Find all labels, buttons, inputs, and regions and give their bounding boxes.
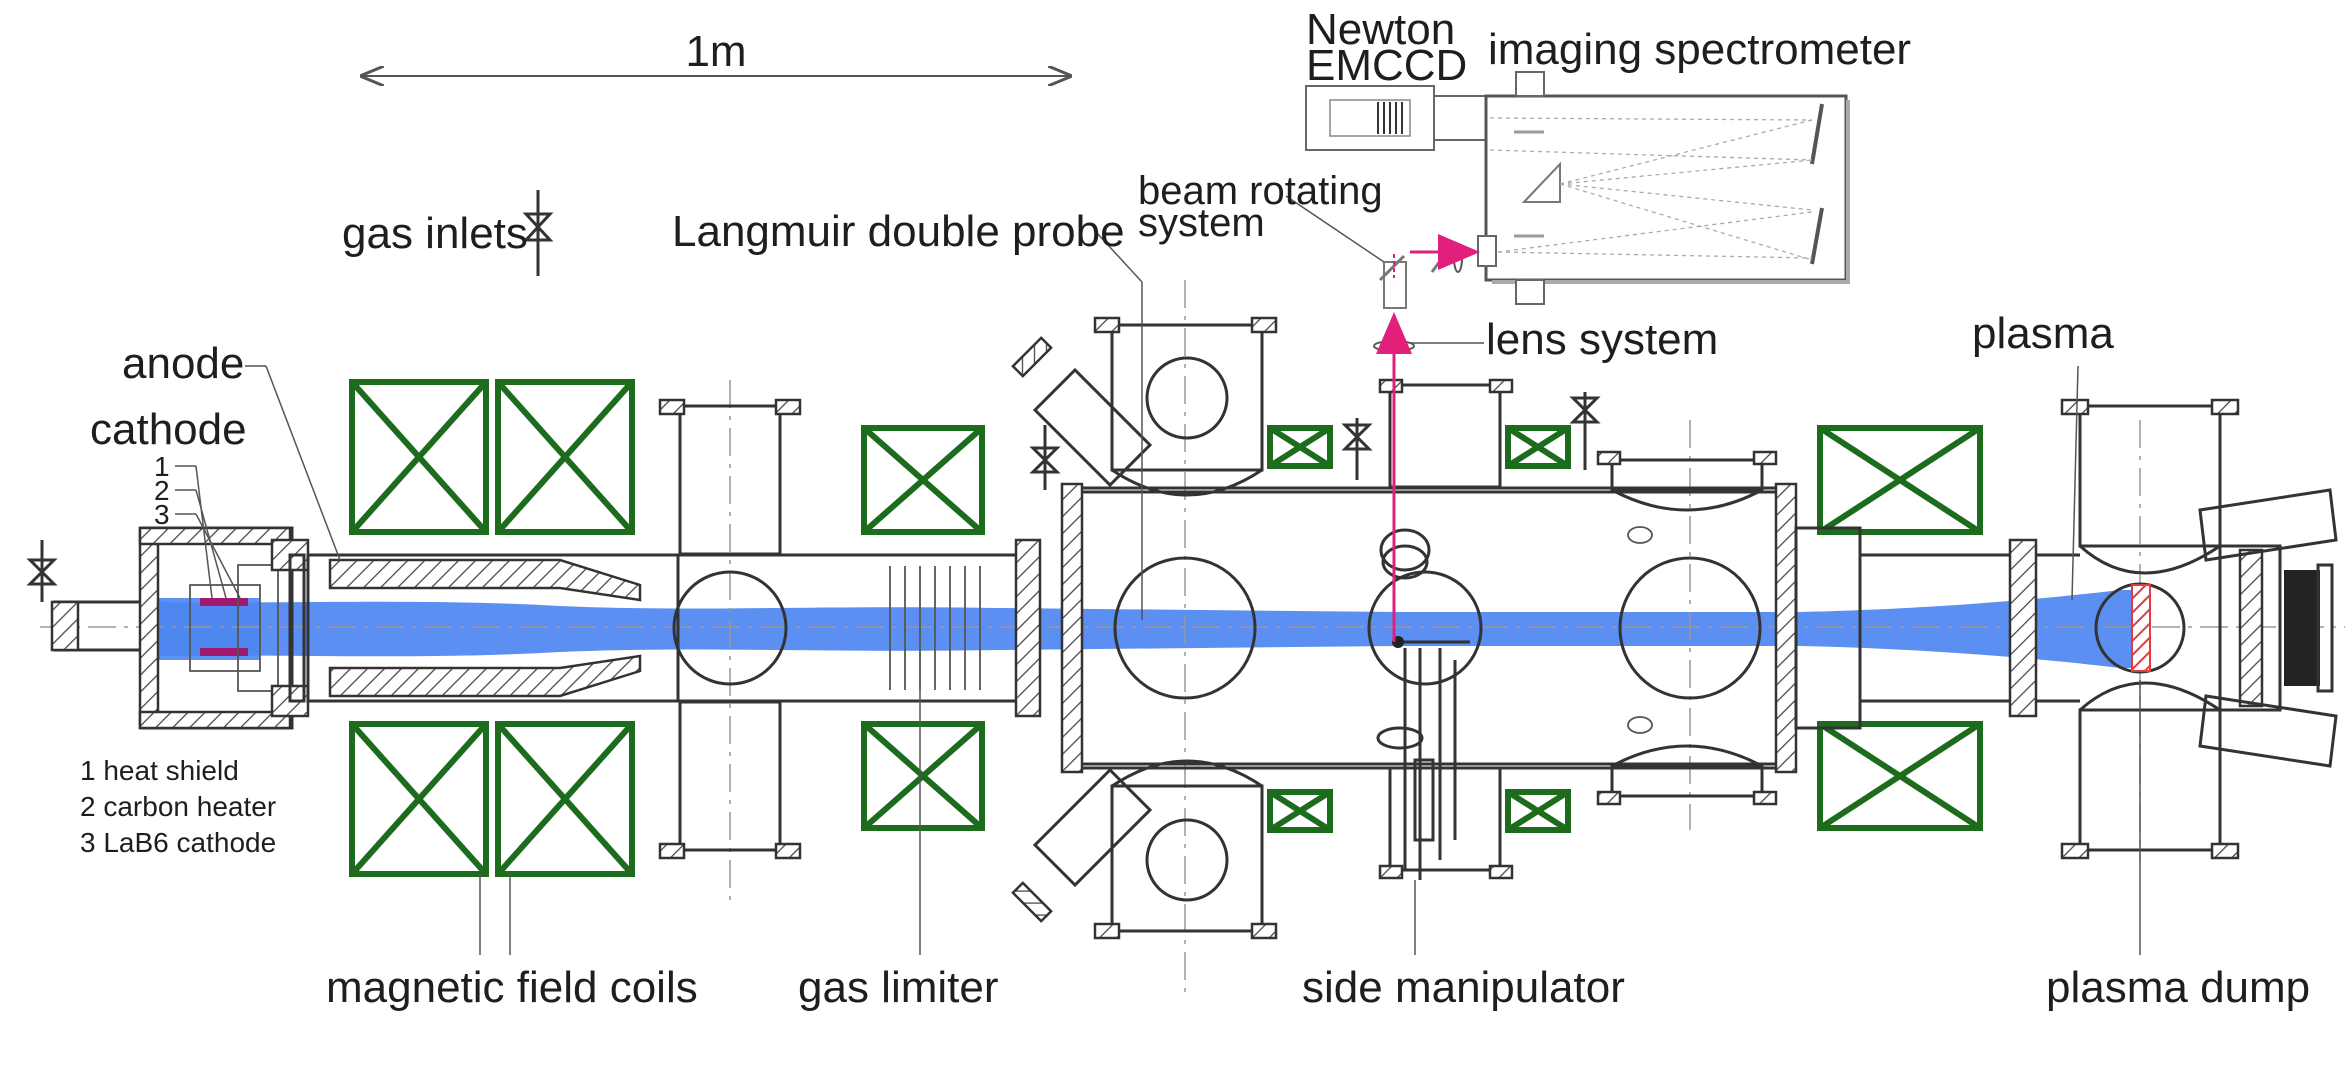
plasma-dump-target	[2131, 584, 2151, 672]
anode-label: anode	[122, 339, 244, 388]
legend-heat-shield: 1 heat shield	[80, 755, 239, 786]
gas-inlet-valve-left[interactable]	[26, 540, 58, 602]
magnetic-coils	[349, 379, 1983, 877]
coil	[1505, 425, 1571, 469]
gas-limiter-label: gas limiter	[798, 963, 999, 1012]
scale-bar: 1m	[362, 27, 1070, 76]
cathode-part-3: 3	[154, 499, 170, 530]
coil	[349, 721, 489, 877]
gas-inlets-label: gas inlets	[342, 209, 528, 258]
coil	[349, 379, 489, 535]
coil	[495, 379, 635, 535]
spectrometer	[1477, 71, 1850, 305]
coil	[495, 721, 635, 877]
lens-system-label: lens system	[1486, 315, 1718, 364]
camera	[1305, 85, 1487, 151]
cathode-part-1: 1	[154, 451, 170, 482]
plasma-dump-label: plasma dump	[2046, 963, 2310, 1012]
coil	[1505, 789, 1571, 833]
gas-inlet-valve-mid[interactable]	[1029, 425, 1061, 490]
coil	[1267, 789, 1333, 833]
scale-label: 1m	[685, 27, 746, 76]
coil	[861, 721, 985, 831]
cross-chamber-1	[658, 398, 1042, 860]
main-chamber	[1011, 316, 1798, 940]
side-manipulator-label: side manipulator	[1302, 963, 1625, 1012]
end-window	[2284, 570, 2320, 686]
coil	[1817, 425, 1983, 535]
gas-limiter-plates	[889, 566, 981, 690]
gas-inlet-valve-top2[interactable]	[1569, 392, 1601, 470]
legend-lab6-cathode: 3 LaB6 cathode	[80, 827, 276, 858]
optical-path	[1376, 234, 1480, 642]
cathode-bottom	[200, 648, 248, 656]
plasma-source	[50, 526, 680, 730]
coil	[861, 425, 985, 535]
legend-carbon-heater: 2 carbon heater	[80, 791, 276, 822]
beam-rotating-system	[1378, 249, 1450, 309]
spectrometer-label: imaging spectrometer	[1488, 25, 1911, 74]
cathode-part-2: 2	[154, 475, 170, 506]
camera-label-2: EMCCD	[1306, 41, 1467, 90]
gas-inlet-valve-top1[interactable]	[1341, 418, 1373, 480]
coils-label: magnetic field coils	[326, 963, 698, 1012]
plasma-label: plasma	[1972, 309, 2114, 358]
leader-lines	[175, 195, 2141, 955]
camera-label-1: Newton	[1306, 5, 1455, 54]
cathode-label: cathode	[90, 405, 247, 454]
beam-rotating-label-1: beam rotating	[1138, 169, 1383, 213]
beam-rotating-label-2: system	[1138, 201, 1265, 245]
langmuir-probe-label: Langmuir double probe	[672, 207, 1125, 256]
cathode-top	[200, 598, 248, 606]
plasma-column	[160, 590, 2150, 668]
coil	[1817, 721, 1983, 831]
side-manipulator	[1376, 636, 1470, 880]
valve-icon	[522, 190, 554, 276]
coil	[1267, 425, 1333, 469]
